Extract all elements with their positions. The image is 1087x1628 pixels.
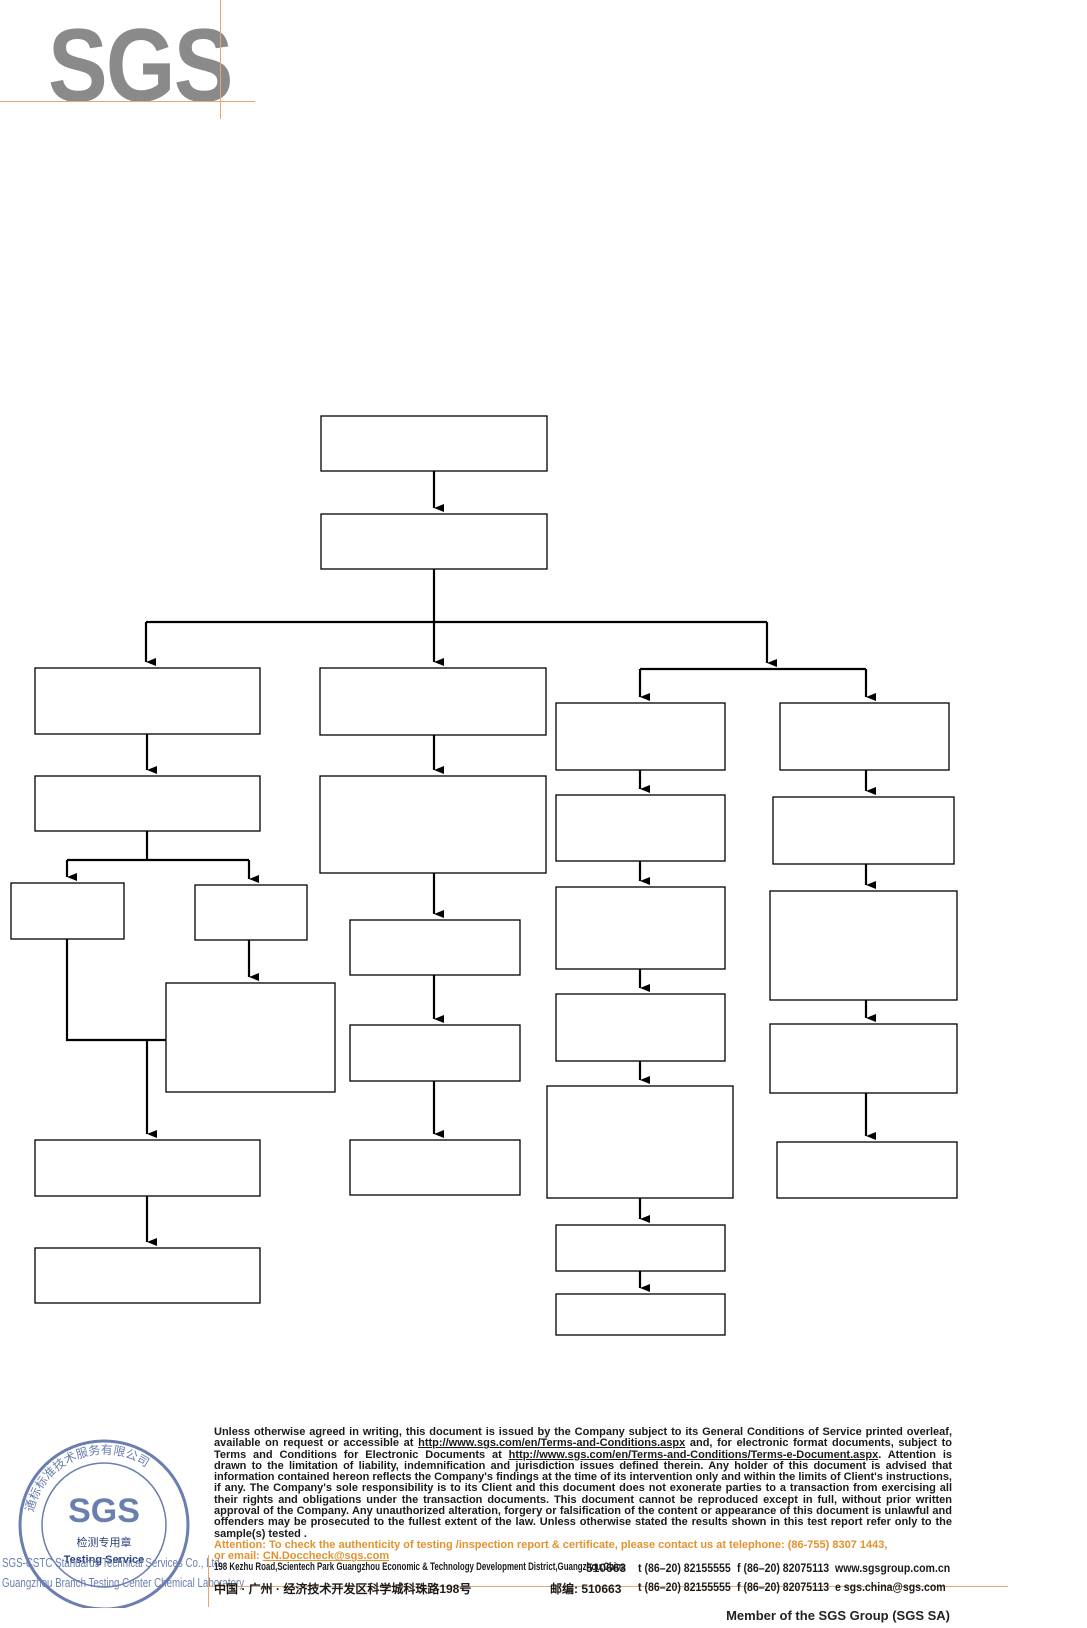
sgs-logo: SGS [48,8,233,124]
seal-english-label: Testing Service [64,1554,145,1566]
fax-en: f (86–20) 82075113 [737,1561,830,1575]
flow-box-6 [194,884,308,941]
attention-line-1: Attention: To check the authenticity of … [214,1538,888,1551]
flow-box-1 [320,415,548,472]
address-cn: 中国 · 广州 · 经济技术开发区科学城科珠路198号 [214,1582,472,1596]
flow-box-18 [555,993,726,1062]
seal-chinese-label: 检测专用章 [77,1535,132,1549]
flow-box-20 [555,1224,726,1272]
member-line: Member of the SGS Group (SGS SA) [726,1608,950,1623]
flow-box-14 [349,1139,521,1196]
tel-cn: t (86–20) 82155555 [638,1580,731,1594]
seal-caption-2: Guangzhou Branch Testing Center Chemical… [2,1575,245,1590]
footer-disclaimer: Unless otherwise agreed in writing, this… [214,1426,953,1563]
disclaimer-part2: and, for electronic format documents, su… [214,1437,952,1461]
flow-box-19 [546,1085,734,1199]
flow-box-10 [319,667,547,736]
footer-rule-vertical [208,1555,209,1607]
flow-box-16 [555,794,726,862]
flow-box-3 [34,667,261,735]
flow-box-5 [10,882,125,940]
attention-email-link[interactable]: CN.Doccheck@sgs.com [262,1550,390,1563]
e-terms-link[interactable]: http://www.sgs.com/en/Terms-and-Conditio… [508,1448,879,1461]
header-rule-horizontal [0,101,255,102]
flowchart [10,415,958,1336]
flow-box-17 [555,886,726,970]
seal-caption-1: SGS-CSTC Standards Technical Services Co… [2,1555,223,1570]
web-link[interactable]: www.sgsgroup.com.cn [835,1561,951,1575]
flow-box-15 [555,702,726,771]
flow-box-9 [34,1247,261,1304]
flow-box-8 [34,1139,261,1197]
attention-line-2-prefix: or email: [214,1550,263,1563]
flow-box-13 [349,1024,521,1082]
company-seal: 通标标准技术服务有限公司 SGS 检测专用章 Testing Service [18,1439,190,1608]
flow-box-24 [769,890,958,1001]
flow-box-7 [165,982,336,1093]
flow-box-2 [320,513,548,570]
footer-rule-horizontal [208,1586,1008,1587]
header-rule-vertical [220,0,221,119]
flow-box-23 [772,796,955,865]
terms-link[interactable]: http://www.sgs.com/en/Terms-and-Conditio… [418,1437,686,1450]
email-link[interactable]: e sgs.china@sgs.com [835,1580,946,1594]
tel-en: t (86–20) 82155555 [638,1561,731,1575]
flow-box-26 [776,1141,958,1199]
flow-box-22 [779,702,950,771]
flow-box-4 [34,775,261,832]
address-en: 198 Kezhu Road,Scientech Park Guangzhou … [214,1561,626,1573]
fax-cn: f (86–20) 82075113 [737,1580,830,1594]
disclaimer-part3: . Attention is drawn to the limitation o… [214,1448,953,1540]
postcode-cn: 邮编: 510663 [550,1582,622,1596]
seal-center-logo: SGS [68,1492,140,1530]
flow-box-21 [555,1293,726,1336]
disclaimer-part1: Unless otherwise agreed in writing, this… [214,1426,952,1450]
postcode-en: 510663 [586,1561,627,1575]
flow-box-11 [319,775,547,874]
flow-box-12 [349,919,521,976]
flow-box-25 [769,1023,958,1094]
